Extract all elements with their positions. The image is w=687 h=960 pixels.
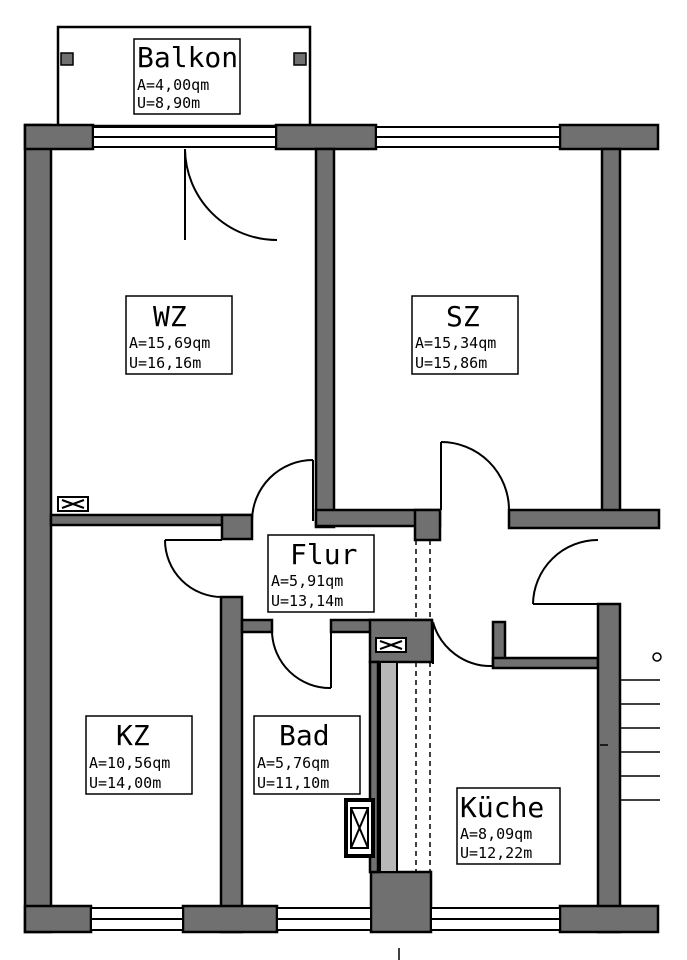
vent-icon xyxy=(375,637,407,653)
room-balkon: Balkon A=4,00qm U=8,90m xyxy=(133,38,241,115)
room-bad: Bad A=5,76qm U=11,10m xyxy=(253,715,361,795)
room-area: A=15,69qm xyxy=(129,334,210,352)
room-area: A=10,56qm xyxy=(89,754,170,772)
room-perimeter: U=11,10m xyxy=(257,774,329,792)
heater-icon xyxy=(344,798,375,858)
room-perimeter: U=12,22m xyxy=(460,844,532,862)
room-area: A=4,00qm xyxy=(137,76,209,94)
room-area: A=5,91qm xyxy=(271,572,343,590)
room-name: Flur xyxy=(290,538,357,571)
room-name: Balkon xyxy=(137,41,238,74)
room-name: WZ xyxy=(153,300,187,333)
walls xyxy=(23,123,661,934)
room-kueche: Küche A=8,09qm U=12,22m xyxy=(456,787,561,865)
installation-shaft xyxy=(379,661,398,873)
room-sz: SZ A=15,34qm U=15,86m xyxy=(411,295,519,375)
opening-dashes xyxy=(415,540,431,872)
room-area: A=8,09qm xyxy=(460,825,532,843)
windows xyxy=(90,126,561,931)
room-name: KZ xyxy=(116,719,150,752)
room-perimeter: U=14,00m xyxy=(89,774,161,792)
room-area: A=15,34qm xyxy=(415,334,496,352)
room-flur: Flur A=5,91qm U=13,14m xyxy=(267,534,375,613)
staircase xyxy=(600,652,662,801)
doors xyxy=(164,148,599,690)
room-perimeter: U=16,16m xyxy=(129,354,201,372)
room-name: SZ xyxy=(446,300,480,333)
room-area: A=5,76qm xyxy=(257,754,329,772)
vent-icon xyxy=(57,496,89,512)
room-wz: WZ A=15,69qm U=16,16m xyxy=(125,295,233,375)
room-perimeter: U=15,86m xyxy=(415,354,487,372)
room-kz: KZ A=10,56qm U=14,00m xyxy=(85,715,193,795)
room-perimeter: U=8,90m xyxy=(137,94,200,112)
room-perimeter: U=13,14m xyxy=(271,592,343,610)
room-name: Küche xyxy=(460,791,544,824)
room-name: Bad xyxy=(279,719,330,752)
